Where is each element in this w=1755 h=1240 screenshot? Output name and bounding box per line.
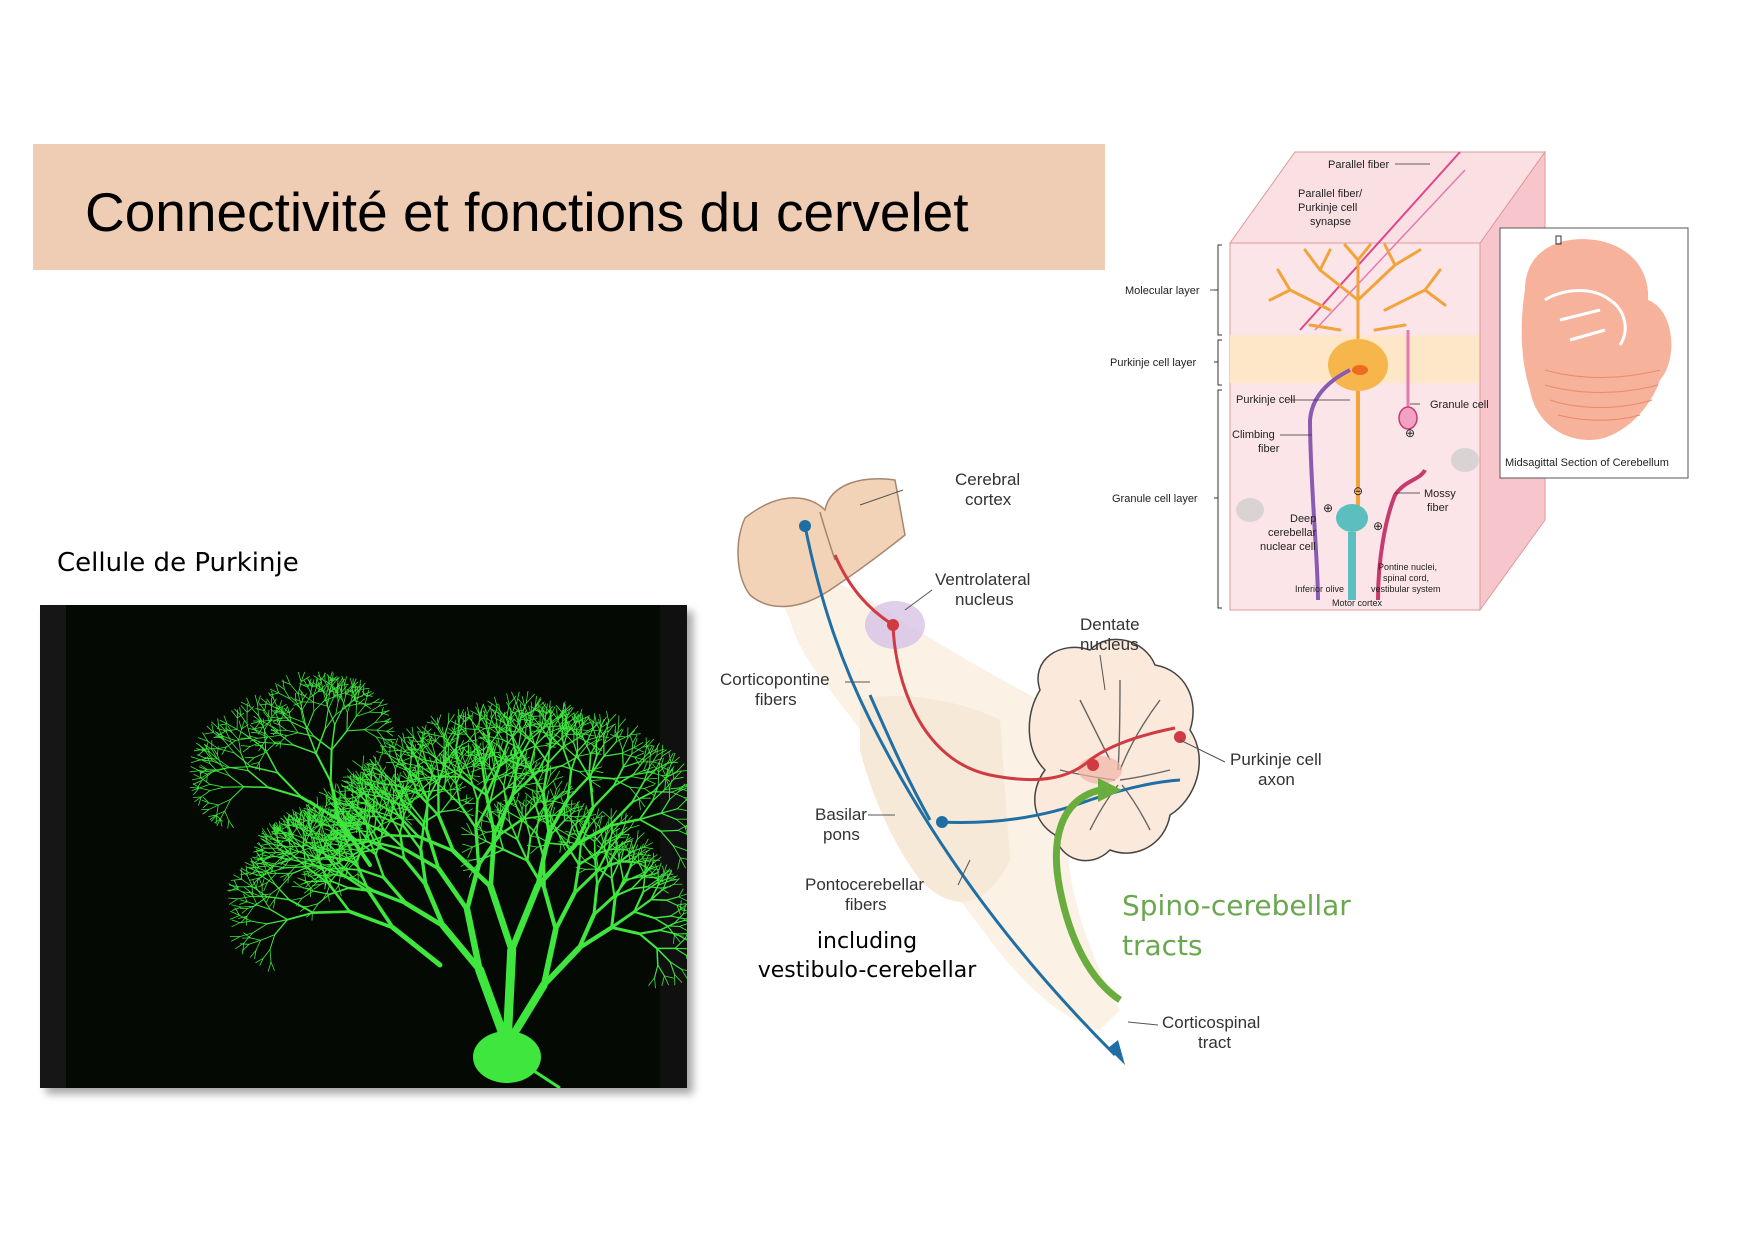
title-band: Connectivité et fonctions du cervelet: [33, 144, 1105, 270]
label-pontocerebellar-1: Pontocerebellar: [805, 875, 924, 894]
label-corticopontine-2: fibers: [755, 690, 797, 709]
label-purkinje-cell: Purkinje cell: [1236, 394, 1295, 406]
label-deep-2: cerebellar: [1268, 527, 1317, 539]
label-inferior-olive: Inferior olive: [1295, 584, 1344, 594]
label-deep-3: nuclear cell: [1260, 541, 1316, 553]
label-mossy-1: Mossy: [1424, 488, 1456, 500]
page-title: Connectivité et fonctions du cervelet: [85, 181, 969, 243]
midsagittal-inset: Midsagittal Section of Cerebellum: [1499, 227, 1689, 479]
minus-sign-icon: ⊖: [1353, 484, 1363, 498]
label-pontocerebellar-2: fibers: [845, 895, 887, 914]
label-pf-synapse-3: synapse: [1310, 216, 1351, 228]
plus-sign-icon: ⊕: [1323, 501, 1333, 515]
cerebellar-pathway-diagram: Cerebral cortex Ventrolateral nucleus De…: [720, 470, 1322, 1065]
purkinje-cell-image: [40, 605, 687, 1088]
label-pontine-3: vestibular system: [1371, 584, 1441, 594]
cerebellum-icon: [1028, 638, 1200, 862]
purkinje-micrograph: [40, 605, 687, 1088]
label-granule-cell: Granule cell: [1430, 399, 1489, 411]
label-mossy-2: fiber: [1427, 502, 1449, 514]
label-pontine-1: Pontine nuclei,: [1378, 562, 1437, 572]
label-climbing-1: Climbing: [1232, 429, 1275, 441]
label-ventrolateral-2: nucleus: [955, 590, 1014, 609]
label-including-2: vestibulo-cerebellar: [758, 958, 978, 983]
label-dentate-1: Dentate: [1080, 615, 1140, 634]
label-dentate-2: nucleus: [1080, 635, 1139, 654]
label-spino-cerebellar-1: Spino-cerebellar: [1122, 889, 1351, 922]
label-corticospinal-1: Corticospinal: [1162, 1013, 1260, 1032]
label-pontine-2: spinal cord,: [1383, 573, 1429, 583]
plus-sign-icon: ⊕: [1405, 426, 1415, 440]
label-midsagittal: Midsagittal Section of Cerebellum: [1505, 457, 1669, 469]
plus-sign-icon: ⊕: [1373, 519, 1383, 533]
label-molecular-layer: Molecular layer: [1125, 285, 1200, 297]
label-deep-1: Deep: [1290, 513, 1316, 525]
label-spino-cerebellar-2: tracts: [1122, 929, 1203, 962]
label-purkinje-axon-2: axon: [1258, 770, 1295, 789]
label-corticospinal-2: tract: [1198, 1033, 1231, 1052]
label-motor-cortex: Motor cortex: [1332, 598, 1383, 608]
label-corticopontine-1: Corticopontine: [720, 670, 830, 689]
label-cerebral-cortex-1: Cerebral: [955, 470, 1020, 489]
label-cerebral-cortex-2: cortex: [965, 490, 1012, 509]
purkinje-caption: Cellule de Purkinje: [57, 548, 299, 578]
label-pf-synapse-2: Purkinje cell: [1298, 202, 1357, 214]
label-climbing-2: fiber: [1258, 443, 1280, 455]
label-purkinje-axon-1: Purkinje cell: [1230, 750, 1322, 769]
label-pf-synapse-1: Parallel fiber/: [1298, 188, 1363, 200]
label-parallel-fiber: Parallel fiber: [1328, 159, 1389, 171]
label-including-1: including: [817, 929, 917, 954]
label-basilar-2: pons: [823, 825, 860, 844]
label-purkinje-layer: Purkinje cell layer: [1110, 357, 1197, 369]
cerebellar-circuit-diagram: Parallel fiber Parallel fiber/ Purkinje …: [1110, 150, 1689, 612]
label-ventrolateral-1: Ventrolateral: [935, 570, 1030, 589]
label-basilar-1: Basilar: [815, 805, 867, 824]
label-granule-layer: Granule cell layer: [1112, 493, 1198, 505]
